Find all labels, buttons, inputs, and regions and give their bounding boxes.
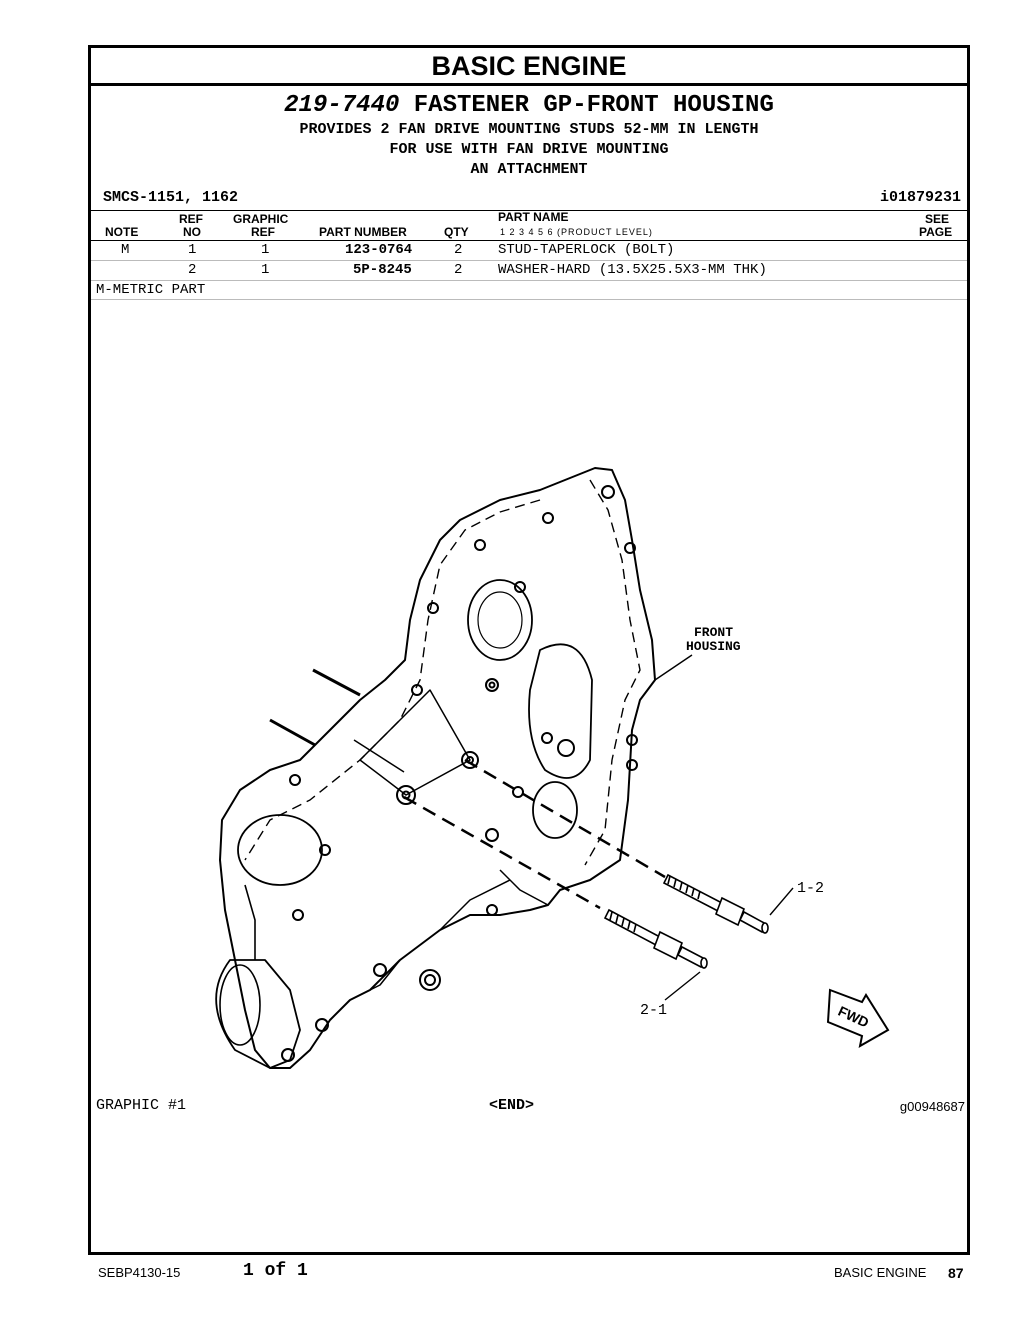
col-part-name: PART NAME (498, 210, 569, 224)
parts-table-header: NOTE REF NO GRAPHIC REF PART NUMBER QTY … (91, 210, 967, 241)
group-description-line-2: FOR USE WITH FAN DRIVE MOUNTING (389, 141, 669, 158)
col-see-top: SEE (925, 212, 950, 226)
col-qty: QTY (444, 225, 469, 239)
group-heading: 219-7440 FASTENER GP-FRONT HOUSING PROVI… (91, 92, 967, 180)
col-graphic-bottom: REF (251, 225, 275, 239)
page-frame: BASIC ENGINE 219-7440 FASTENER GP-FRONT … (88, 45, 970, 1255)
ref-callouts: 1-2 2-1 (640, 880, 824, 1019)
row-ref-no: 2 (188, 262, 197, 278)
washer-hard-part (603, 908, 708, 969)
stud-taperlock-part (662, 873, 769, 934)
graphic-id: g00948687 (899, 1099, 965, 1114)
smcs-row: SMCS-1151, 1162 i01879231 (91, 186, 967, 210)
col-ref-top: REF (179, 212, 203, 226)
row-part-number[interactable]: 5P-8245 (353, 262, 412, 278)
footer-page-of: 1 of 1 (243, 1261, 308, 1281)
col-see-bottom: PAGE (919, 225, 953, 239)
page-title: BASIC ENGINE (91, 48, 967, 86)
row-graphic-ref: 1 (261, 242, 270, 258)
group-name: FASTENER GP-FRONT HOUSING (413, 92, 774, 119)
callout-front: FRONT (694, 625, 733, 640)
table-row: 2 1 5P-8245 2 WASHER-HARD (13.5X25.5X3-M… (91, 261, 967, 281)
callout-leaders (654, 654, 794, 1001)
group-description-line-3: AN ATTACHMENT (470, 161, 588, 178)
col-product-levels: 1 2 3 4 5 6 (PRODUCT LEVEL) (500, 227, 653, 237)
illustration-id: i01879231 (879, 189, 961, 206)
callout-housing: HOUSING (686, 639, 741, 654)
col-graphic-top: GRAPHIC (233, 212, 289, 226)
footer-doc-number: SEBP4130-15 (98, 1265, 181, 1280)
col-part-number: PART NUMBER (319, 225, 407, 239)
group-description-line-1: PROVIDES 2 FAN DRIVE MOUNTING STUDS 52-M… (299, 121, 759, 138)
callout-2-1: 2-1 (640, 1002, 667, 1019)
row-ref-no: 1 (188, 242, 197, 258)
row-qty: 2 (454, 242, 463, 258)
row-note: M (121, 242, 130, 258)
col-ref-bottom: NO (183, 225, 201, 239)
table-row: M 1 1 123-0764 2 STUD-TAPERLOCK (BOLT) (91, 241, 967, 261)
row-graphic-ref: 1 (261, 262, 270, 278)
table-footnote: M-METRIC PART (91, 281, 967, 300)
assembly-centerlines (269, 668, 666, 910)
callout-1-2: 1-2 (797, 880, 824, 897)
callout-labels: FRONT HOUSING (686, 625, 741, 654)
group-title: 219-7440 FASTENER GP-FRONT HOUSING (91, 92, 967, 120)
row-part-number[interactable]: 123-0764 (345, 242, 413, 258)
footer-section: BASIC ENGINE (834, 1265, 927, 1280)
front-housing-drawing (215, 467, 656, 1069)
col-note: NOTE (105, 225, 139, 239)
fwd-arrow-icon: FWD (826, 988, 890, 1048)
smcs-codes: SMCS-1151, 1162 (103, 189, 239, 206)
end-label: <END> (489, 1097, 535, 1114)
footer-page-number: 87 (948, 1265, 964, 1281)
row-part-name: WASHER-HARD (13.5X25.5X3-MM THK) (498, 262, 767, 278)
graphic-label: GRAPHIC #1 (96, 1097, 187, 1114)
group-part-number: 219-7440 (284, 92, 400, 119)
row-qty: 2 (454, 262, 463, 278)
row-part-name: STUD-TAPERLOCK (BOLT) (498, 242, 675, 258)
